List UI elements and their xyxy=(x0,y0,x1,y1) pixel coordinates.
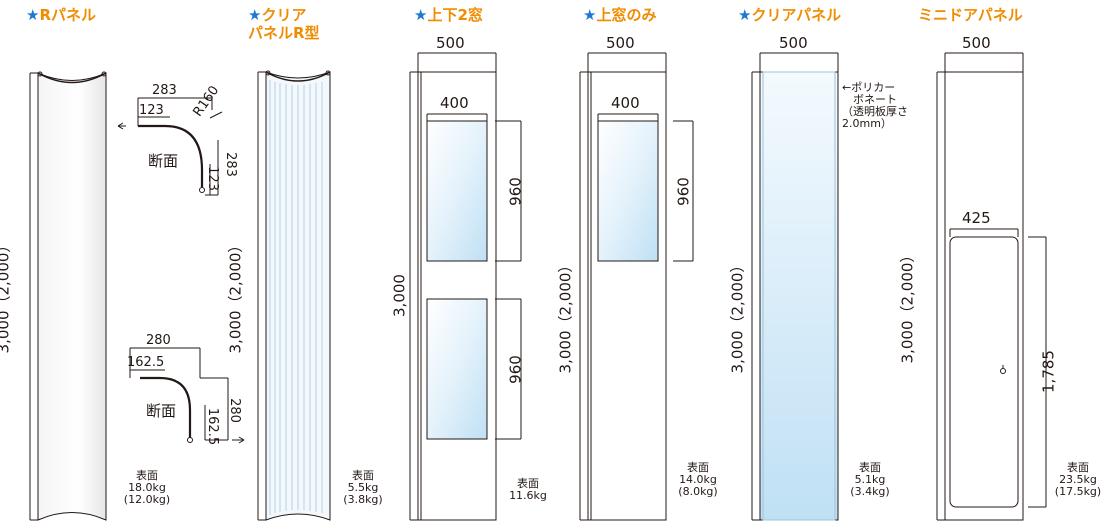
star-icon: ★ xyxy=(738,6,752,24)
star-icon: ★ xyxy=(248,6,262,24)
weight-label: 表面 14.0kg (8.0kg) xyxy=(678,461,718,498)
width-label: 500 xyxy=(606,34,635,52)
polycarbonate-note: ←ポリカー ボネート （透明板厚さ 2.0mm） xyxy=(842,81,908,130)
weight-label: 表面 18.0kg (12.0kg) xyxy=(123,469,171,506)
title-clear-panel: ★クリアパネル xyxy=(738,6,842,24)
height-label: 3,000（2,000） xyxy=(0,237,13,354)
title-clear-r-panel-2: パネルR型 xyxy=(248,24,320,42)
height-label: 3,000 xyxy=(390,274,409,317)
weight-label: 表面 5.1kg (3.4kg) xyxy=(850,461,890,498)
section-flange-label: 123 xyxy=(139,103,164,118)
height-label: 3,000（2,000） xyxy=(556,257,575,374)
r-section-drawing xyxy=(117,97,223,196)
height-label: 3,000（2,000） xyxy=(728,257,747,374)
width-label: 500 xyxy=(962,34,991,52)
door-height-label: 1,785 xyxy=(1039,350,1058,393)
section-height-flange-label: 123 xyxy=(204,166,220,191)
star-icon: ★ xyxy=(583,6,597,24)
window-height-label: 960 xyxy=(674,177,693,206)
section-height-label: 280 xyxy=(226,398,242,423)
window-width-label: 400 xyxy=(440,94,469,112)
section-height-flange-label: 162.5 xyxy=(205,407,221,446)
section-label: 断面 xyxy=(148,152,179,170)
star-icon: ★ xyxy=(26,6,40,24)
window-height-label: 960 xyxy=(506,177,525,206)
title-two-window: ★上下2窓 xyxy=(414,6,483,24)
weight-label: 表面 11.6kg xyxy=(509,477,547,502)
two-window-panel xyxy=(409,52,522,521)
window-height-label: 960 xyxy=(506,355,525,384)
top-window-panel xyxy=(579,52,694,521)
height-label: 3,000（2,000） xyxy=(226,237,245,354)
weight-label: 表面 5.5kg (3.8kg) xyxy=(343,469,383,506)
section-height-label: 283 xyxy=(222,152,238,177)
clear-r-panel xyxy=(257,70,331,521)
section-flange-label: 162.5 xyxy=(127,355,165,370)
clear-panel xyxy=(751,52,839,521)
width-label: 500 xyxy=(436,34,465,52)
section-width-label: 280 xyxy=(146,333,171,348)
section-width-label: 283 xyxy=(152,83,177,98)
title-top-window: ★上窓のみ xyxy=(583,6,657,24)
star-icon: ★ xyxy=(414,6,428,24)
title-clear-r-panel-1: ★クリア xyxy=(248,6,307,24)
section-label: 断面 xyxy=(146,402,177,420)
title-mini-door-panel: ミニドアパネル xyxy=(918,6,1023,24)
door-width-label: 425 xyxy=(962,209,991,227)
title-r-panel: ★Rパネル xyxy=(26,6,97,24)
width-label: 500 xyxy=(779,34,808,52)
weight-label: 表面 23.5kg (17.5kg) xyxy=(1054,461,1102,498)
mini-door-panel xyxy=(936,52,1047,521)
r-panel xyxy=(29,71,107,521)
clear-r-section-drawing xyxy=(129,347,245,444)
window-width-label: 400 xyxy=(611,94,640,112)
height-label: 3,000（2,000） xyxy=(898,247,917,364)
